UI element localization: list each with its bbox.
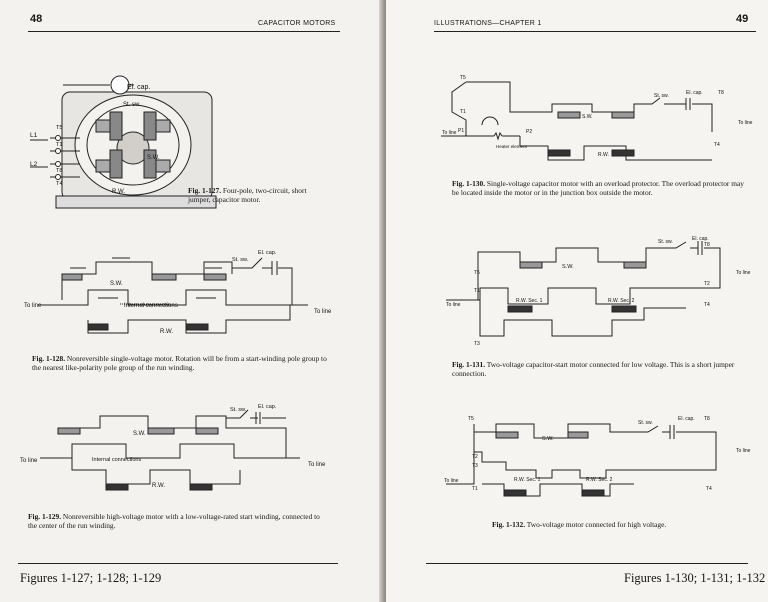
fig132-to-line-left: To line	[444, 478, 459, 484]
fig132-st-sw-label: St. sw.	[638, 420, 653, 426]
fig130-t4-label: T4	[714, 142, 720, 148]
fig127-l1-label: L1	[30, 132, 38, 139]
fig128-diagram: El. cap. St. sw. S.W. R.W. Internal conn…	[24, 250, 332, 335]
fig132-t8-label: T8	[704, 416, 710, 422]
fig130-to-line-right: To line	[738, 120, 753, 126]
fig132-t2-label: T2	[472, 454, 478, 460]
fig129-caption-number: Fig. 1-129.	[28, 512, 62, 521]
page-number-right: 49	[736, 13, 749, 25]
fig129-caption-text: Nonreversible high-voltage motor with a …	[28, 512, 320, 530]
fig132-sw-label: S.W.	[542, 436, 554, 442]
fig130-to-line-left: To line	[442, 130, 457, 136]
fig128-sw-label: S.W.	[110, 281, 123, 287]
fig128-to-line-left: To line	[24, 303, 42, 309]
fig132-el-cap-label: El. cap.	[678, 416, 695, 422]
fig130-p1-label: P1	[458, 128, 464, 134]
fig129-diagram: El. cap. St. sw. S.W. R.W. Internal conn…	[20, 404, 326, 491]
fig128-caption: Fig. 1-128. Nonreversible single-voltage…	[32, 354, 332, 372]
fig127-l2-label: L2	[30, 161, 38, 168]
fig127-caption-text: Four-pole, two-circuit, short jumper, ca…	[188, 186, 307, 204]
fig131-t4-label: T4	[704, 302, 710, 308]
fig127-t5-label: T5	[56, 125, 62, 131]
fig129-caption: Fig. 1-129. Nonreversible high-voltage m…	[28, 512, 324, 530]
fig132-t3-label: T3	[472, 463, 478, 469]
fig132-rw-sec1-label: R.W. Sec. 1	[514, 477, 541, 483]
fig128-internal-label: Internal connections	[124, 303, 178, 309]
fig130-t5-label: T5	[460, 75, 466, 81]
fig130-caption-text: Single-voltage capacitor motor with an o…	[452, 179, 744, 197]
fig127-caption: Fig. 1-127. Four-pole, two-circuit, shor…	[188, 186, 328, 204]
fig131-diagram: T5 T1 T2 T3 T4 T8 St. sw. El. cap. S.W. …	[446, 236, 751, 347]
fig131-caption: Fig. 1-131. Two-voltage capacitor-start …	[452, 360, 752, 378]
fig127-st-sw-label: St. sw.	[123, 102, 141, 108]
fig129-to-line-left: To line	[20, 458, 38, 464]
fig132-caption: Fig. 1-132. Two-voltage motor connected …	[492, 520, 752, 529]
fig129-rw-label: R.W.	[152, 483, 165, 489]
fig129-to-line-right: To line	[308, 462, 326, 468]
fig130-diagram: T5 T1 P1 P2 T8 T4 St. sw. El. cap. S.W. …	[441, 75, 753, 161]
fig127-sw-label: S.W.	[147, 155, 160, 161]
footer-right: Figures 1-130; 1-131; 1-132	[624, 571, 766, 585]
running-head-left: CAPACITOR MOTORS	[258, 20, 336, 27]
footer-rule-left	[18, 563, 338, 564]
fig130-sw-label: S.W.	[582, 114, 593, 120]
page-number-left: 48	[30, 13, 43, 25]
fig130-rw-label: R.W.	[598, 152, 609, 158]
fig127-el-cap-label: El. cap.	[127, 84, 150, 91]
fig130-t1-label: T1	[460, 109, 466, 115]
fig127-t8-label: T8	[56, 168, 62, 174]
fig128-to-line-right: To line	[314, 309, 332, 315]
fig130-el-cap-label: El. cap.	[686, 90, 703, 96]
fig127-caption-number: Fig. 1-127.	[188, 186, 222, 195]
right-page: ILLUSTRATIONS—CHAPTER 1 49 T5 T1 P1 P2 T…	[386, 0, 768, 602]
footer-left: Figures 1-127; 1-128; 1-129	[20, 571, 162, 585]
fig127-t4-label: T4	[56, 181, 62, 187]
fig132-t4-label: T4	[706, 486, 712, 492]
fig129-sw-label: S.W.	[133, 431, 146, 437]
left-page: 48 CAPACITOR MOTORS El. cap. St. sw. S.W…	[0, 0, 386, 602]
fig131-t1-label: T1	[474, 288, 480, 294]
fig132-to-line-right: To line	[736, 448, 751, 454]
fig127-t1-label: T1	[56, 142, 62, 148]
fig129-el-cap-label: El. cap.	[258, 404, 277, 410]
fig127-rw-label: R.W.	[112, 189, 125, 195]
fig132-rw-sec2-label: R.W. Sec. 2	[586, 477, 613, 483]
fig128-rw-label: R.W.	[160, 329, 173, 335]
fig132-t1-label: T1	[472, 486, 478, 492]
fig131-rw-sec1-label: R.W. Sec. 1	[516, 298, 543, 304]
fig130-caption: Fig. 1-130. Single-voltage capacitor mot…	[452, 179, 752, 197]
fig132-diagram: T5 T2 T3 T1 T4 T8 St. sw. El. cap. S.W. …	[444, 416, 751, 497]
fig130-st-sw-label: St. sw.	[654, 93, 669, 99]
fig128-el-cap-label: El. cap.	[258, 250, 277, 256]
fig131-to-line-left: To line	[446, 302, 461, 308]
fig131-t8-label: T8	[704, 242, 710, 248]
fig131-caption-number: Fig. 1-131.	[452, 360, 486, 369]
fig131-st-sw-label: St. sw.	[658, 239, 673, 245]
fig132-caption-text: Two-voltage motor connected for high vol…	[526, 520, 667, 529]
fig130-p2-label: P2	[526, 129, 532, 135]
header-rule-left	[28, 31, 340, 32]
fig131-to-line-right: To line	[736, 270, 751, 276]
fig131-t5-label: T5	[474, 270, 480, 276]
fig131-sw-label: S.W.	[562, 264, 574, 270]
fig129-st-sw-label: St. sw.	[230, 407, 247, 413]
fig127-diagram: El. cap. St. sw. S.W. R.W. L1 L2 T5 T1 T…	[30, 75, 217, 209]
fig128-st-sw-label: St. sw.	[232, 257, 249, 263]
fig131-caption-text: Two-voltage capacitor-start motor connec…	[452, 360, 735, 378]
fig132-caption-number: Fig. 1-132.	[492, 520, 526, 529]
footer-rule-right	[426, 563, 748, 564]
fig132-t5-label: T5	[468, 416, 474, 422]
fig131-t3-label: T3	[474, 341, 480, 347]
fig128-caption-text: Nonreversible single-voltage motor. Rota…	[32, 354, 327, 372]
fig131-rw-sec2-label: R.W. Sec. 2	[608, 298, 635, 304]
fig129-internal-label: Internal connections	[92, 457, 141, 463]
fig128-caption-number: Fig. 1-128.	[32, 354, 66, 363]
fig130-heater-label: Heater element	[496, 144, 528, 149]
fig130-caption-number: Fig. 1-130.	[452, 179, 486, 188]
header-rule-right	[434, 31, 756, 32]
fig130-t8-label: T8	[718, 90, 724, 96]
fig131-t2-label: T2	[704, 281, 710, 287]
running-head-right: ILLUSTRATIONS—CHAPTER 1	[434, 20, 542, 27]
fig131-el-cap-label: El. cap.	[692, 236, 709, 242]
